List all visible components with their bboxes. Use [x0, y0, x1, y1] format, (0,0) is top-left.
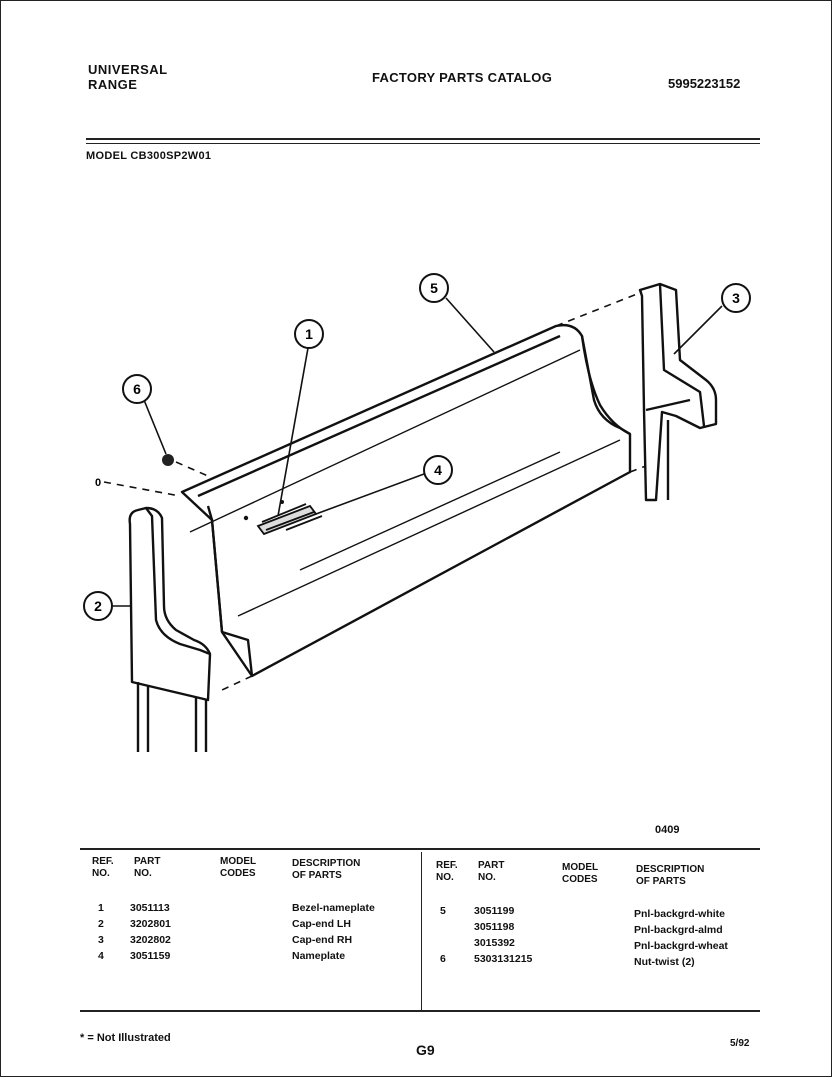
model-number: MODEL CB300SP2W01	[86, 150, 212, 162]
brand-block: UNIVERSAL RANGE	[88, 62, 168, 92]
backguard-panel-inner-edge	[206, 505, 214, 521]
part-description: Pnl-backgrd-white	[634, 908, 726, 920]
part-description: Pnl-backgrd-almd	[634, 924, 723, 936]
part-number: 5303131215	[474, 953, 533, 965]
table-row: 2	[98, 918, 104, 930]
table-row: 5	[440, 905, 446, 917]
left-header-model: MODEL CODES	[220, 856, 257, 879]
leader-3	[673, 305, 723, 355]
part-number: 3051159	[130, 950, 171, 962]
part-description: Bezel-nameplate	[292, 902, 375, 914]
callout-2: 2	[94, 598, 102, 614]
callout-5-circle	[419, 273, 449, 303]
right-header-model: MODEL CODES	[562, 862, 599, 885]
part-description: Nameplate	[292, 950, 346, 962]
callout-1-circle	[294, 319, 324, 349]
table-row: 3	[98, 934, 104, 946]
callout-4: 4	[434, 462, 442, 478]
leader-1	[277, 347, 309, 517]
right-col-part: 3051199 3051198 3015392 5303131215	[474, 903, 532, 967]
right-col-ref: 5 6	[440, 903, 446, 967]
part-description: Cap-end LH	[292, 918, 351, 930]
callout-6: 6	[133, 381, 141, 397]
not-illustrated-marker: 0	[95, 477, 101, 489]
right-end-cap	[638, 282, 718, 502]
table-row: 4	[98, 950, 104, 962]
leader-5	[445, 297, 495, 353]
twist-nut	[162, 454, 174, 466]
table-rule-bottom	[80, 1010, 760, 1012]
table-divider	[421, 852, 422, 1010]
part-number: 3051198	[474, 921, 515, 933]
table-rule-top	[80, 848, 760, 850]
backguard-panel-front-fold	[221, 630, 254, 677]
part-description: Pnl-backgrd-wheat	[634, 940, 728, 952]
callout-5: 5	[430, 280, 438, 296]
leader-4	[315, 473, 425, 515]
part-number: 3202802	[130, 934, 171, 946]
nameplate-part	[256, 503, 323, 536]
date-code: 5/92	[730, 1038, 750, 1049]
backguard-panel-top-edge	[197, 334, 561, 498]
header-rule-thin	[86, 143, 760, 144]
left-header-ref: REF. NO.	[92, 856, 114, 879]
part-number: 3202801	[130, 918, 171, 930]
catalog-title: FACTORY PARTS CATALOG	[372, 70, 553, 85]
left-col-part: 3051113 3202801 3202802 3051159	[130, 900, 171, 964]
callout-1: 1	[305, 326, 313, 342]
part-description: Cap-end RH	[292, 934, 353, 946]
left-end-cap	[128, 506, 212, 702]
part-number: 3051113	[130, 902, 170, 914]
leader-6	[143, 399, 167, 455]
left-col-ref: 1 2 3 4	[98, 900, 104, 964]
right-header-desc: DESCRIPTION OF PARTS	[636, 864, 705, 887]
callout-3-circle	[721, 283, 751, 313]
left-header-part: PART NO.	[134, 856, 161, 879]
header-rule-thick	[86, 138, 760, 140]
table-row	[440, 935, 446, 951]
table-row: 6	[440, 953, 446, 965]
right-header-ref: REF. NO.	[436, 860, 458, 883]
right-col-desc: Pnl-backgrd-white Pnl-backgrd-almd Pnl-b…	[634, 906, 728, 970]
brand-line-1: UNIVERSAL	[88, 62, 168, 77]
callout-3: 3	[732, 290, 740, 306]
callout-6-circle	[122, 374, 152, 404]
exploded-parts-diagram: 1 2 3 4 5 6 0	[83, 273, 751, 752]
table-row: 1	[98, 902, 104, 914]
footnote: * = Not Illustrated	[80, 1032, 171, 1044]
callout-2-circle	[83, 591, 113, 621]
figure-code: 0409	[655, 824, 680, 836]
part-description: Nut-twist (2)	[634, 956, 695, 968]
brand-line-2: RANGE	[88, 77, 138, 92]
table-row	[440, 919, 446, 935]
part-number: 3015392	[474, 937, 515, 949]
left-col-desc: Bezel-nameplate Cap-end LH Cap-end RH Na…	[292, 900, 375, 964]
part-number: 3051199	[474, 905, 515, 917]
callout-4-circle	[423, 455, 453, 485]
right-header-part: PART NO.	[478, 860, 505, 883]
catalog-number: 5995223152	[668, 76, 741, 91]
page-code: G9	[416, 1042, 435, 1058]
backguard-panel-outline	[180, 323, 632, 678]
left-header-desc: DESCRIPTION OF PARTS	[292, 858, 361, 881]
